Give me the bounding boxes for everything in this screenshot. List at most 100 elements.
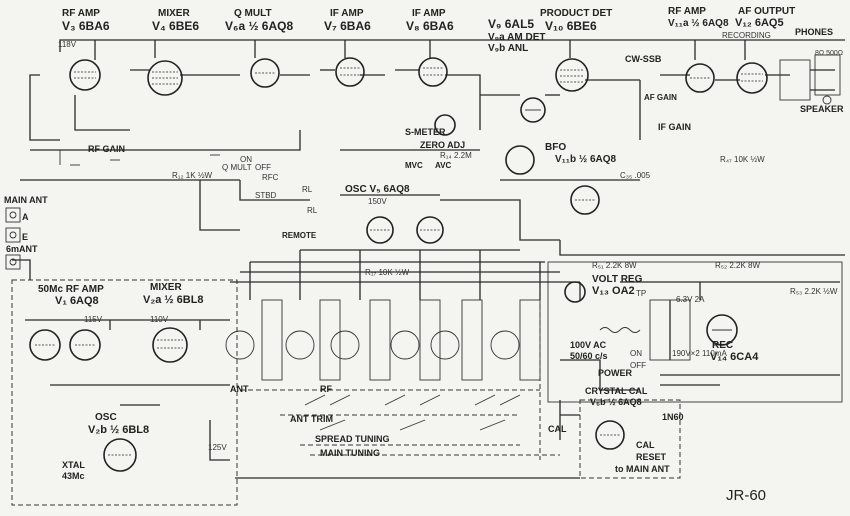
v11a-tube: V₁₁a ½ 6AQ8 — [668, 18, 729, 29]
osc5-label: OSC V₅ 6AQ8 — [345, 184, 410, 195]
b125-label: 125V — [208, 443, 227, 452]
ant-e-label: E — [22, 232, 28, 242]
r14-label: R₁₄ 2.2M — [440, 151, 472, 160]
tube-v11a-symbol — [685, 63, 715, 93]
model-label: JR-60 — [726, 487, 766, 504]
stbd-label: STBD — [255, 191, 277, 200]
v9-line3: V₉b ANL — [488, 43, 528, 54]
v9-line2: V₉a AM DET — [488, 32, 545, 43]
v3-tube: V₃ 6BA6 — [62, 19, 110, 33]
avc-label: AVC — [435, 161, 452, 170]
v2a-tube: V₂a ½ 6BL8 — [143, 294, 204, 306]
v6b-label: V₆b ½ 6AQ8 — [590, 397, 642, 407]
r52-label: R₅₂ 2.2K 8W — [715, 261, 760, 270]
mvc-label: MVC — [405, 161, 423, 170]
tube-v2a-symbol — [152, 327, 188, 363]
wiring — [11, 39, 845, 506]
qmult-switch-label: Q MULT — [222, 163, 252, 172]
volt-reg-label: VOLT REG — [592, 274, 643, 285]
if-gain-label: IF GAIN — [658, 122, 691, 132]
v10-tube: V₁₀ 6BE6 — [545, 19, 597, 33]
tube-v13-symbol — [564, 281, 586, 303]
v9-line1: V₉ 6AL5 — [488, 17, 534, 31]
s-meter-symbol — [434, 114, 456, 136]
r47-label: R₄₇ 10K ½W — [720, 155, 765, 164]
impedance-label: 8Ω 500Ω — [815, 50, 843, 57]
six-ant-label: 6mANT — [6, 244, 38, 254]
v12-tube: V₁₂ 6AQ5 — [735, 17, 784, 29]
v4-name: MIXER — [158, 8, 190, 19]
tube-v1-symbol — [29, 329, 101, 361]
s-meter-label: S-METER — [405, 127, 446, 137]
tube-v6a-symbol — [250, 58, 280, 88]
remote-label: REMOTE — [282, 231, 317, 240]
tubes — [29, 57, 768, 472]
bfo-label: BFO — [545, 142, 566, 153]
v6a-name: Q MULT — [234, 8, 272, 19]
rec-name: REC — [712, 340, 733, 351]
v6a-tube: V₆a ½ 6AQ8 — [225, 19, 293, 33]
tube-v4-symbol — [147, 60, 183, 96]
rf-gain-label: RF GAIN — [88, 144, 125, 154]
v7-name: IF AMP — [330, 8, 364, 19]
v10-name: PRODUCT DET — [540, 8, 612, 19]
v7-tube: V₇ 6BA6 — [324, 19, 371, 33]
b115-label: 115V — [84, 315, 103, 324]
v2b-tube: V₂b ½ 6BL8 — [88, 424, 149, 436]
ant-trim-label: ANT TRIM — [290, 414, 333, 424]
xtal-label: XTAL — [62, 460, 85, 470]
to-main-ant-label: to MAIN ANT — [615, 464, 670, 474]
reset-label: RESET — [636, 452, 667, 462]
tube-bfo-symbol — [505, 145, 600, 215]
tube-v3-symbol — [69, 59, 101, 91]
speaker-label: SPEAKER — [800, 104, 844, 114]
v14-label: V₁₄ 6CA4 — [710, 351, 759, 363]
ant-a-label: A — [22, 212, 29, 222]
xtal-freq-label: 43Mc — [62, 471, 85, 481]
phones-jack — [814, 54, 841, 105]
v8-tube: V₈ 6BA6 — [406, 19, 454, 33]
tp-label: TP — [636, 289, 646, 298]
b150-label: 150V — [368, 197, 387, 206]
v1-name: 50Mc RF AMP — [38, 284, 104, 295]
spread-tuning-label: SPREAD TUNING — [315, 434, 390, 444]
hv-label: 190V×2 110mA — [672, 349, 727, 358]
cal-label: CAL — [548, 424, 567, 434]
r17-label: R₁₇ 10K ½W — [365, 268, 410, 277]
tube-v9-symbol — [520, 97, 546, 123]
band-switch — [225, 299, 541, 431]
main-ant-label: MAIN ANT — [4, 195, 48, 205]
off-switch-label: OFF — [255, 163, 271, 172]
v1-tube: V₁ 6AQ8 — [55, 295, 99, 307]
tube-v14-symbol — [706, 314, 738, 346]
tube-v2b-symbol — [103, 438, 137, 472]
crystal-cal-label: CRYSTAL CAL — [585, 386, 648, 396]
phones-label: PHONES — [795, 27, 833, 37]
r51-label: R₅₁ 2.2K 8W — [592, 261, 637, 270]
ac-freq-label: 50/60 c/s — [570, 351, 608, 361]
power-transformer — [599, 299, 691, 361]
power-off-label: OFF — [630, 361, 646, 370]
ac-label: 100V AC — [570, 340, 607, 350]
main-tuning-label: MAIN TUNING — [320, 448, 380, 458]
ant-band-label: ANT — [230, 384, 249, 394]
rl-label-1: RL — [302, 185, 313, 194]
r12-label: R₁₂ 1K ½W — [172, 171, 212, 180]
heater-label: 6.3V 2A — [676, 295, 705, 304]
tube-v8-symbol — [418, 57, 448, 87]
tube-v12-symbol — [736, 62, 768, 94]
bfo-tube: V₁₁b ½ 6AQ8 — [555, 154, 617, 165]
af-gain-label: AF GAIN — [644, 93, 677, 102]
v3-name: RF AMP — [62, 8, 100, 19]
on-switch-label: ON — [240, 155, 252, 164]
v8-name: IF AMP — [412, 8, 446, 19]
power-on-label: ON — [630, 349, 642, 358]
b118-label: 118V — [58, 40, 77, 49]
rf-band-label: RF — [320, 384, 332, 394]
v2a-name: MIXER — [150, 282, 182, 293]
zero-adj-label: ZERO ADJ — [420, 140, 465, 150]
cw-ssb-label: CW-SSB — [625, 54, 662, 64]
tube-v6b-symbol — [595, 420, 625, 450]
tube-osc-v5-symbol — [366, 216, 444, 244]
